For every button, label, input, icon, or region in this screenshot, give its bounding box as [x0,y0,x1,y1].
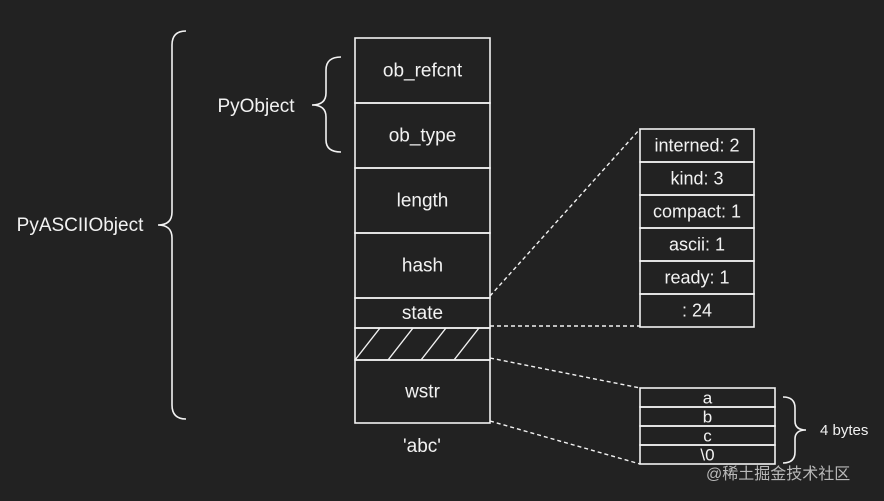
char-null-cell [639,444,776,465]
watermark: @稀土掘金技术社区 [706,465,850,483]
bit-compact-1-label: compact: 1 [653,202,741,222]
bit-ascii-1-label: ascii: 1 [669,235,725,255]
state-connector-top [489,128,641,297]
bit-kind-3-label: kind: 3 [670,169,723,189]
char-b-label: b [703,408,712,427]
field-wstr-cell [354,359,491,424]
bytes-label: 4 bytes [820,422,868,439]
bit-24-cell [639,293,755,328]
wstr-connector-top [489,357,641,389]
bytes-brace [782,396,807,464]
char-c-label: c [703,427,712,446]
hatch-line [387,327,414,361]
string-caption: 'abc' [403,436,441,457]
bit-interned-2-label: interned: 2 [654,136,739,156]
char-null-label: \0 [700,446,714,465]
bit-24-label: : 24 [682,301,712,321]
pyobject-label: PyObject [217,96,295,117]
field-ob-type-label: ob_type [389,126,457,147]
field-wstr-label: wstr [404,382,441,403]
field-state-label: state [402,303,443,324]
wstr-connector-bottom [489,420,641,465]
hatch-line [420,327,447,361]
field-length-label: length [397,191,449,212]
state-bitfield-column: interned: 2 kind: 3 compact: 1 ascii: 1 read… [639,128,755,328]
pyasciiobject-label: PyASCIIObject [17,215,144,236]
padding-hatch [354,327,480,361]
bit-ready-1-label: ready: 1 [664,268,729,288]
char-buffer-column: abc\0 [639,387,776,465]
hatch-line [354,327,381,361]
char-a-label: a [703,389,713,408]
field-hash-label: hash [402,256,443,277]
field-ob-refcnt-label: ob_refcnt [383,61,463,82]
hatch-line [453,327,480,361]
pyobject-brace [311,56,342,153]
field-padding-cell [354,327,491,361]
pyasciiobject-brace [157,30,187,420]
